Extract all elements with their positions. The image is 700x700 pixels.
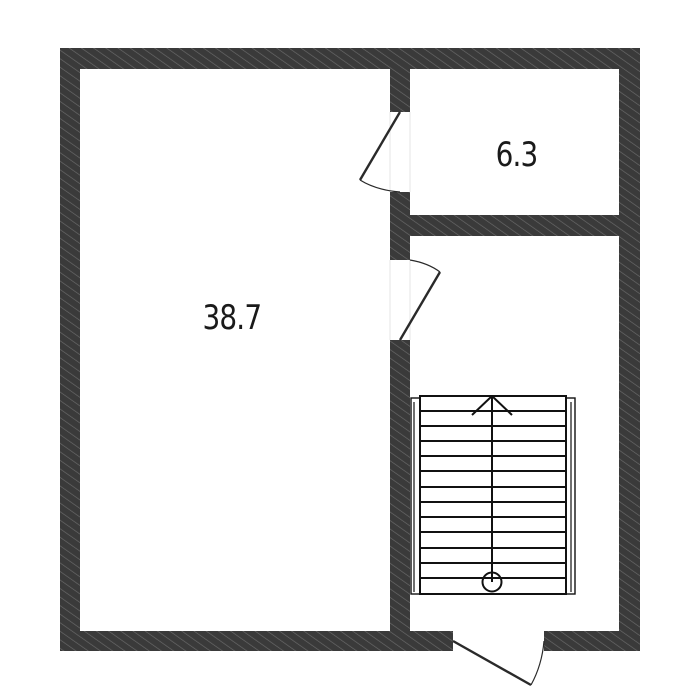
outer-walls	[60, 48, 640, 651]
partition-horizontal	[410, 215, 619, 236]
door-thresholds	[389, 112, 411, 340]
wall-right	[619, 48, 640, 651]
wall-top	[60, 48, 640, 69]
stair-up-arrow-icon	[471, 395, 513, 593]
partition-middle-segment	[390, 192, 410, 260]
door-small-room-swing[interactable]	[358, 111, 402, 193]
door-entrance-swing[interactable]	[452, 639, 545, 687]
staircase	[410, 395, 576, 595]
wall-bottom-left	[60, 631, 453, 651]
door-arc	[530, 640, 545, 686]
door-leaf	[452, 639, 532, 687]
stair-rail-left	[410, 397, 421, 595]
door-arc	[409, 259, 441, 273]
partition-bottom-segment	[390, 340, 410, 631]
wall-bottom-right	[544, 631, 640, 651]
room-area-label-small: 6.3	[495, 135, 539, 175]
door-stair-hall-swing[interactable]	[398, 259, 442, 341]
wall-left	[60, 48, 80, 651]
door-arc	[359, 179, 401, 193]
interior-walls	[390, 69, 619, 631]
room-area-label-main: 38.7	[202, 298, 262, 338]
door-leaf	[398, 271, 442, 341]
stair-start-circle-icon	[481, 571, 503, 593]
door-leaf	[358, 111, 402, 181]
partition-top-segment	[390, 69, 410, 112]
